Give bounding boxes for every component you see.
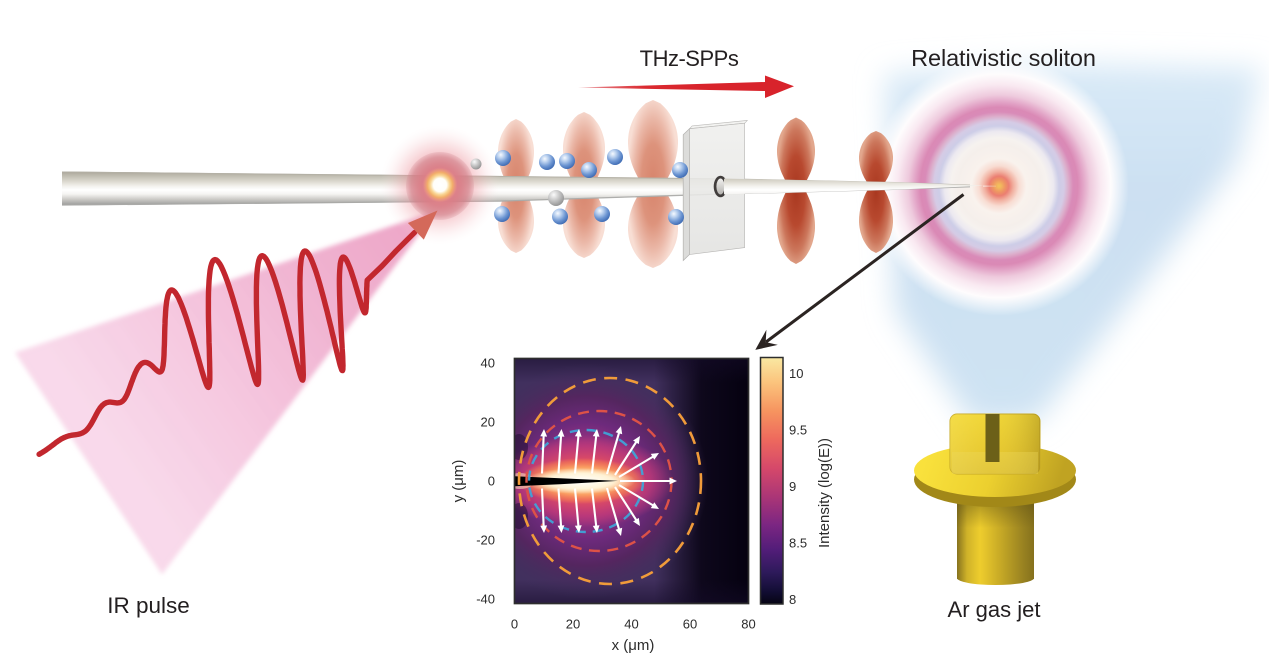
svg-text:y (μm): y (μm) <box>450 460 467 503</box>
svg-text:Relativistic soliton: Relativistic soliton <box>911 45 1096 71</box>
svg-text:IR pulse: IR pulse <box>107 593 190 618</box>
svg-text:0: 0 <box>511 617 518 632</box>
svg-text:40: 40 <box>624 617 638 632</box>
svg-text:9.5: 9.5 <box>789 423 807 438</box>
svg-text:Ar gas jet: Ar gas jet <box>948 597 1041 622</box>
svg-text:80: 80 <box>741 617 755 632</box>
svg-text:60: 60 <box>683 617 697 632</box>
svg-text:8: 8 <box>789 592 796 607</box>
svg-text:x (μm): x (μm) <box>612 637 655 654</box>
svg-text:0: 0 <box>488 474 495 489</box>
svg-text:-40: -40 <box>476 592 495 607</box>
svg-text:20: 20 <box>566 617 580 632</box>
svg-text:10: 10 <box>789 366 803 381</box>
svg-text:-20: -20 <box>476 533 495 548</box>
svg-text:Intensity (log(E)): Intensity (log(E)) <box>816 438 833 548</box>
svg-text:9: 9 <box>789 479 796 494</box>
svg-text:20: 20 <box>481 415 495 430</box>
svg-text:8.5: 8.5 <box>789 536 807 551</box>
svg-text:40: 40 <box>481 356 495 371</box>
svg-text:THz-SPPs: THz-SPPs <box>640 46 739 71</box>
